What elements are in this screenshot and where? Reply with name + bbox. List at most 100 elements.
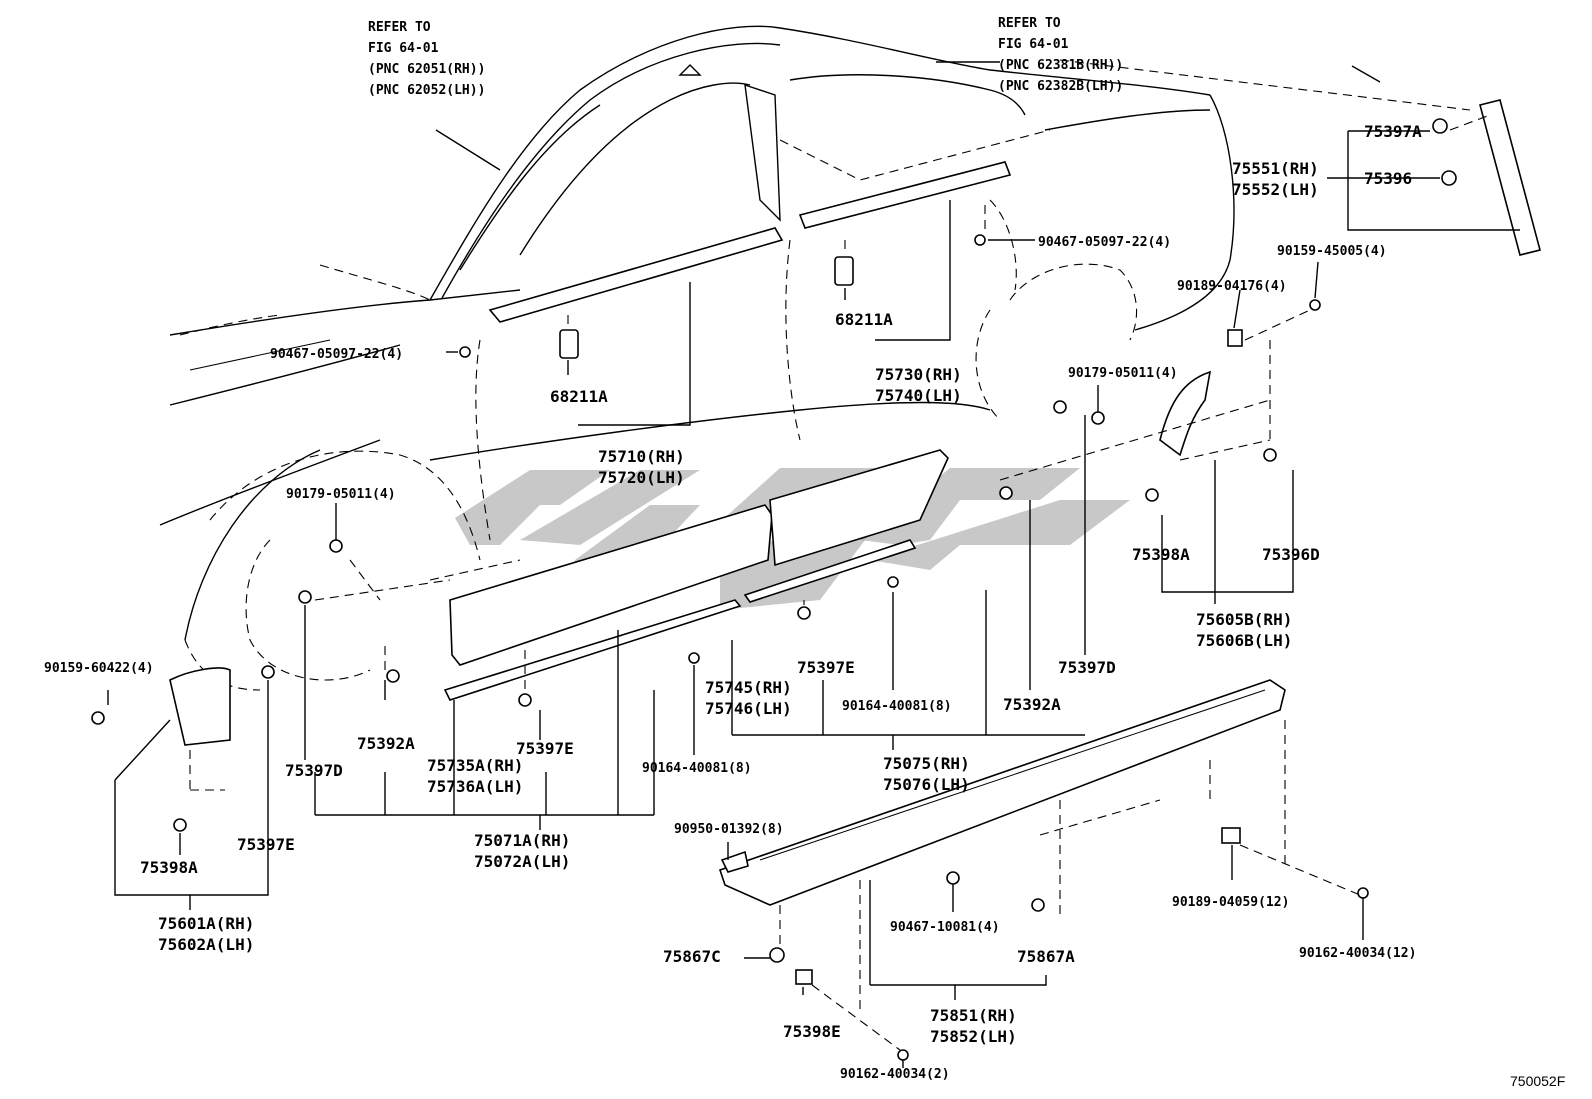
label-75397D-right: 75397D <box>1058 658 1116 677</box>
ref-left-line2: FIG 64-01 <box>368 41 439 56</box>
label-75076: 75076(LH) <box>883 775 970 794</box>
label-75601A: 75601A(RH) <box>158 914 254 933</box>
label-75552: 75552(LH) <box>1232 180 1319 199</box>
label-75867C: 75867C <box>663 947 721 966</box>
clip-75397E-mid <box>797 606 811 620</box>
label-75710: 75710(RH) <box>598 447 685 466</box>
ref-left-line4: (PNC 62052(LH)) <box>368 83 485 98</box>
clip-75867A <box>1031 898 1045 912</box>
label-75071A: 75071A(RH) <box>474 831 570 850</box>
label-75605B: 75605B(RH) <box>1196 610 1292 629</box>
label-90159-60422: 90159-60422(4) <box>44 661 154 676</box>
label-75736A: 75736A(LH) <box>427 777 523 796</box>
label-75867A: 75867A <box>1017 947 1075 966</box>
clip-68211A-right <box>834 256 854 286</box>
label-75551: 75551(RH) <box>1232 159 1319 178</box>
clip-75392A-left <box>386 669 400 683</box>
reference-right: REFER TO FIG 64-01 (PNC 62381B(RH)) (PNC… <box>998 16 1123 94</box>
label-75398E: 75398E <box>783 1022 841 1041</box>
label-75392A-left: 75392A <box>357 734 415 753</box>
label-75397D-left: 75397D <box>285 761 343 780</box>
label-75075: 75075(RH) <box>883 754 970 773</box>
label-90189-04059: 90189-04059(12) <box>1172 895 1289 910</box>
ref-right-line1: REFER TO <box>998 16 1061 31</box>
clip-75392A-right <box>999 486 1013 500</box>
mudguard-front <box>169 667 231 746</box>
label-90162-40034-12: 90162-40034(12) <box>1299 946 1416 961</box>
label-75851: 75851(RH) <box>930 1006 1017 1025</box>
screw-90159-45005 <box>1309 299 1321 311</box>
belt-moulding-rear <box>798 161 1012 229</box>
figure-code: 750052F <box>1510 1073 1565 1089</box>
car-body-outline <box>159 25 1235 691</box>
screw-90159-60422 <box>91 711 105 725</box>
screw-90164-low <box>688 652 700 664</box>
label-75720: 75720(LH) <box>598 468 685 487</box>
ref-right-line2: FIG 64-01 <box>998 37 1069 52</box>
label-90950-01392: 90950-01392(8) <box>674 822 784 837</box>
label-75392A-right: 75392A <box>1003 695 1061 714</box>
cap-90950 <box>720 850 749 873</box>
label-68211A-left: 68211A <box>550 387 608 406</box>
belt-moulding-front <box>488 227 784 323</box>
clip-75867C <box>769 947 785 963</box>
label-75397A: 75397A <box>1364 122 1422 141</box>
clip-75396D <box>1263 448 1277 462</box>
lower-strip-rear <box>743 539 917 603</box>
label-75606B: 75606B(LH) <box>1196 631 1292 650</box>
leader-lines <box>107 59 1520 1068</box>
label-90189-04176: 90189-04176(4) <box>1177 279 1287 294</box>
clip-75398A-left <box>173 818 187 832</box>
label-68211A-right: 68211A <box>835 310 893 329</box>
lower-strip-front <box>443 599 742 701</box>
ref-left-line3: (PNC 62051(RH)) <box>368 62 485 77</box>
label-75398A-left: 75398A <box>140 858 198 877</box>
label-75740: 75740(LH) <box>875 386 962 405</box>
label-90162-40034-2: 90162-40034(2) <box>840 1067 950 1082</box>
label-90467-left: 90467-05097-22(4) <box>270 347 403 362</box>
label-90179-left: 90179-05011(4) <box>286 487 396 502</box>
label-75398A-right: 75398A <box>1132 545 1190 564</box>
screw-90162-2 <box>897 1049 909 1061</box>
part-labels: 75397A 75396 75551(RH) 75552(LH) 90467-0… <box>44 122 1565 1089</box>
nut-90179-left <box>329 539 343 553</box>
side-moulding-front <box>449 504 773 666</box>
label-75852: 75852(LH) <box>930 1027 1017 1046</box>
side-moulding-rear <box>769 449 949 567</box>
ref-left-line1: REFER TO <box>368 20 431 35</box>
ref-right-line4: (PNC 62382B(LH)) <box>998 79 1123 94</box>
reference-left: REFER TO FIG 64-01 (PNC 62051(RH)) (PNC … <box>368 20 485 98</box>
label-75735A: 75735A(RH) <box>427 756 523 775</box>
parts <box>91 99 1541 1061</box>
clip-75398E <box>795 969 813 985</box>
screw-90467-top <box>974 234 986 246</box>
label-90164-40081-low: 90164-40081(8) <box>642 761 752 776</box>
clip-75397E-left <box>261 665 275 679</box>
label-75602A: 75602A(LH) <box>158 935 254 954</box>
label-75397E-low: 75397E <box>516 739 574 758</box>
clip-90189-04059 <box>1221 827 1241 844</box>
label-75396D: 75396D <box>1262 545 1320 564</box>
clip-75398A-right <box>1145 488 1159 502</box>
mudguard-rear <box>1159 370 1212 457</box>
screw-90162-12 <box>1357 887 1369 899</box>
label-90179-right: 90179-05011(4) <box>1068 366 1178 381</box>
label-75396: 75396 <box>1364 169 1412 188</box>
clip-90189-04176 <box>1227 329 1243 347</box>
clip-90467-10081 <box>946 871 960 885</box>
label-90467-10081: 90467-10081(4) <box>890 920 1000 935</box>
clip-75397D-right <box>1053 400 1067 414</box>
label-75397E-mid: 75397E <box>797 658 855 677</box>
clip-75397E-low <box>518 693 532 707</box>
clip-75396 <box>1441 170 1457 186</box>
screw-90164-mid <box>887 576 899 588</box>
label-75745: 75745(RH) <box>705 678 792 697</box>
clip-75397D-left <box>298 590 312 604</box>
ref-right-line3: (PNC 62381B(RH)) <box>998 58 1123 73</box>
label-75746: 75746(LH) <box>705 699 792 718</box>
label-75730: 75730(RH) <box>875 365 962 384</box>
screw-90467-left <box>459 346 471 358</box>
nut-90179-right <box>1091 411 1105 425</box>
label-90159-45005: 90159-45005(4) <box>1277 244 1387 259</box>
